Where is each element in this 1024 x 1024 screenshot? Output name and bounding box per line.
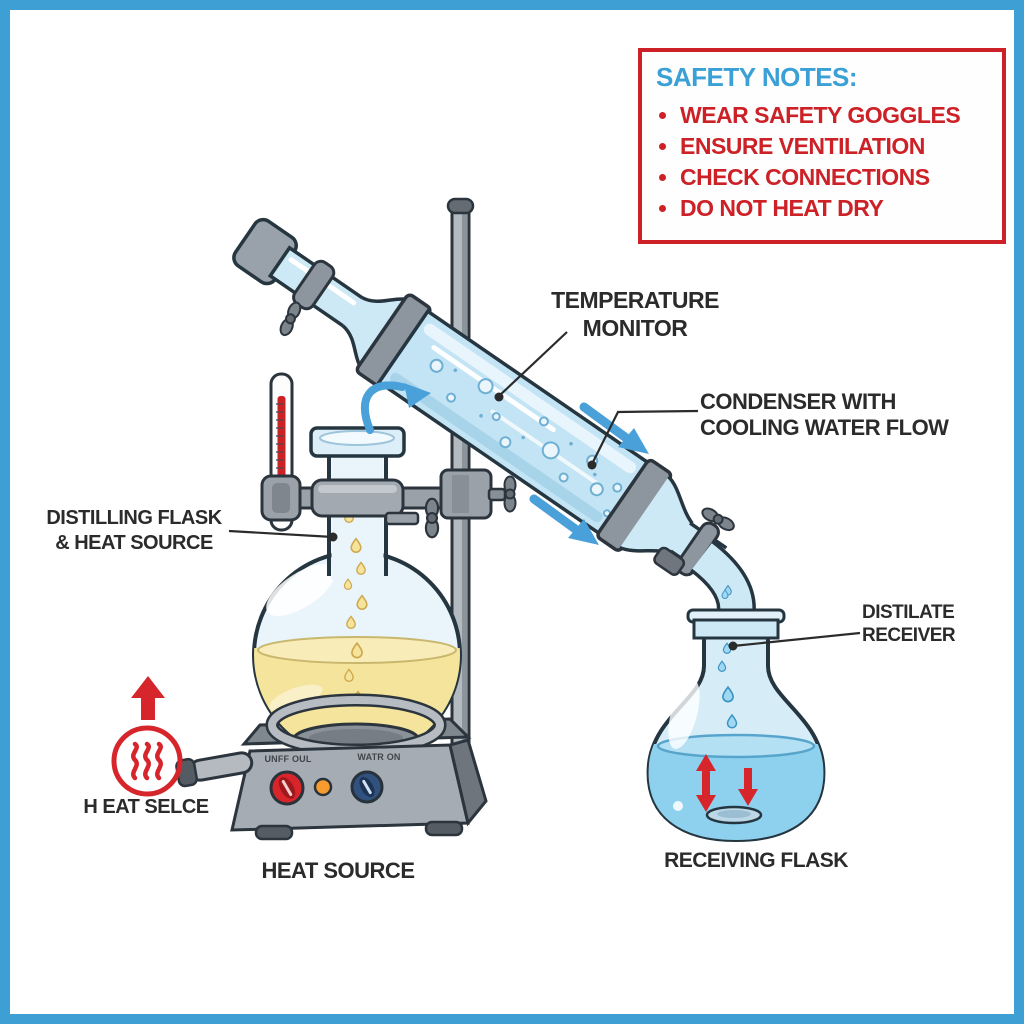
hot-plate [175,738,488,841]
safety-notes-title: SAFETY NOTES: [656,62,858,92]
safety-notes-list: WEAR SAFETY GOGGLES ENSURE VENTILATION C… [654,100,990,224]
support-ring [265,693,447,757]
label-heat-source: HEAT SOURCE [261,858,416,883]
power-indicator-light [313,777,333,797]
condenser-tube [232,217,738,578]
up-arrow-icon [131,676,165,698]
label-heat-badge: H EAT SELCE [83,796,209,818]
stir-disk [705,805,763,825]
safety-notes-box: SAFETY NOTES: WEAR SAFETY GOGGLES ENSURE… [638,48,1006,244]
mixing-arrows-icon [696,754,758,812]
label-heat-knob: UNFF OUL [264,754,312,764]
vapor-flow-arrow-icon [361,381,431,434]
thermometer-icon [260,372,302,532]
condenser-dots [453,368,597,477]
safety-note-item: ENSURE VENTILATION [680,131,990,162]
label-receiving-flask: RECEIVING FLASK [664,849,848,872]
label-temperature-monitor: TEMPERATURE MONITOR [551,287,719,341]
cooling-flow-arrow-icon [529,402,649,545]
neck-clamp [310,478,440,539]
receiving-flask [646,589,826,843]
stand-clamp [439,468,517,520]
label-distillate-receiver: DISTILATE RECEIVER [862,602,956,646]
label-water-knob: WATR ON [357,752,401,762]
heat-knob[interactable] [269,770,305,806]
label-condenser: CONDENSER WITH COOLING WATER FLOW [700,389,949,440]
safety-note-item: DO NOT HEAT DRY [680,193,990,224]
water-knob[interactable] [350,770,384,804]
heat-waves-icon [111,676,183,797]
safety-note-item: CHECK CONNECTIONS [680,162,990,193]
safety-note-item: WEAR SAFETY GOGGLES [680,100,990,131]
leader-lines [228,331,861,651]
label-distilling-flask: DISTILLING FLASK & HEAT SOURCE [46,507,222,554]
